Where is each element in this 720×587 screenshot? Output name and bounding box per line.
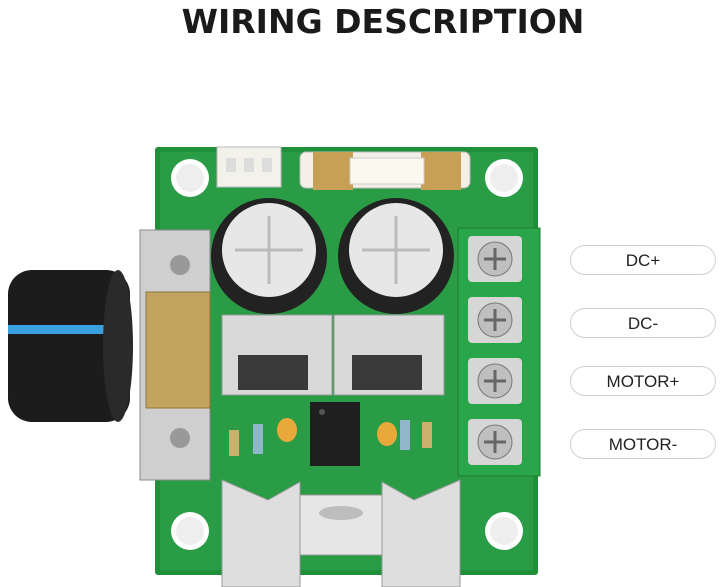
terminal-block (457, 227, 541, 477)
capacitor-right (338, 198, 454, 314)
knob (8, 270, 133, 422)
capacitor-left (211, 198, 327, 314)
terminal-label-motor-minus: MOTOR- (570, 429, 716, 459)
terminal-label-motor-plus: MOTOR+ (570, 366, 716, 396)
bottom-heatsink (221, 479, 461, 587)
terminal-label-dc-plus: DC+ (570, 245, 716, 275)
page-title: WIRING DESCRIPTION (181, 2, 585, 41)
terminal-label-dc-minus: DC- (570, 308, 716, 338)
